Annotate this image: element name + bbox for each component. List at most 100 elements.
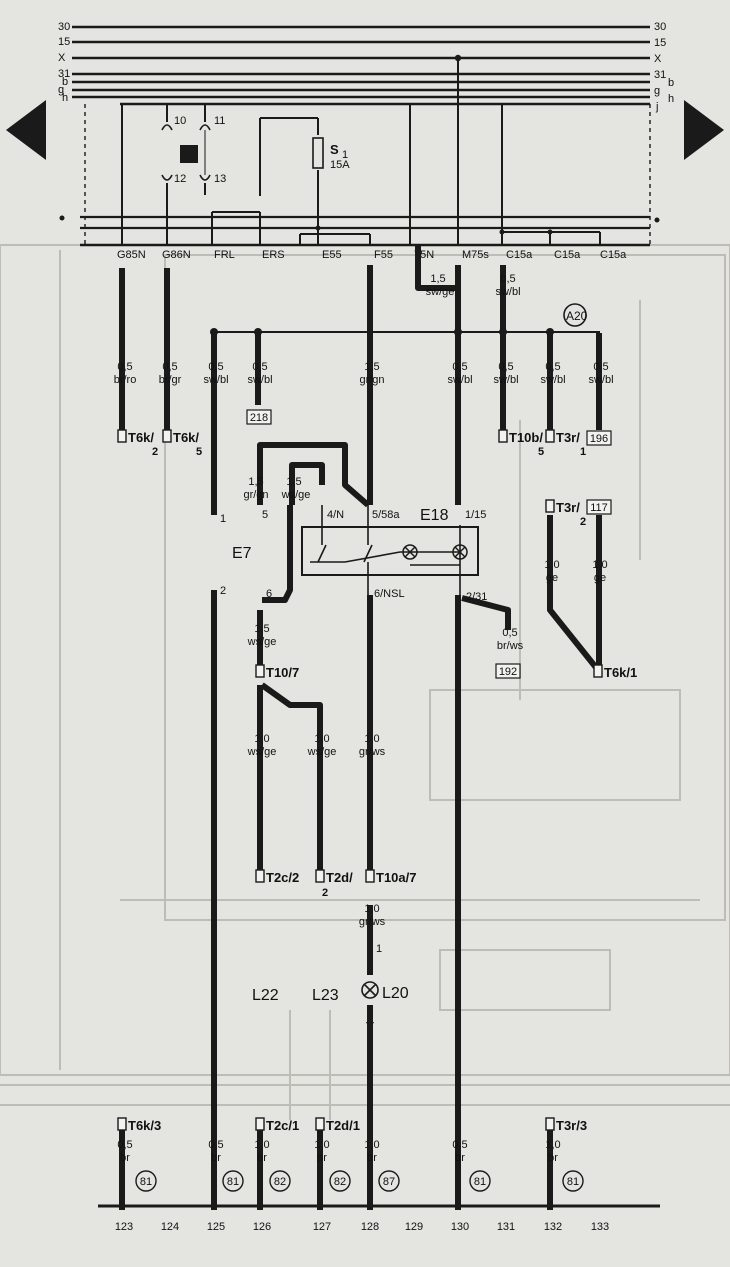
rail-label: b	[668, 77, 674, 89]
supply-rails	[72, 25, 650, 106]
fuse-name: S	[330, 142, 339, 157]
pin-label: 6/NSL	[374, 588, 405, 600]
junction-dot	[59, 215, 65, 221]
wire-size: 1,0	[364, 903, 379, 915]
junction-dot	[315, 225, 321, 231]
wire-colour: ws/ge	[247, 746, 277, 758]
rail-label: 30	[654, 21, 666, 33]
wire-colour: br	[120, 1152, 130, 1164]
bottom-terminal-labels: T6k/3 T2c/1 T2d/1 T3r/3	[128, 1118, 587, 1133]
wire-size: 0,5	[117, 361, 132, 373]
rail-label: b	[62, 76, 68, 88]
wire-colour: ws/ge	[307, 746, 337, 758]
rail-label: h	[62, 92, 68, 104]
ref-box	[495, 663, 521, 679]
ground-ref-labels: 81 81 82 82 87 81 81	[140, 1176, 579, 1188]
wire-size: 1,0	[254, 733, 269, 745]
connector-label: C15a	[600, 249, 627, 261]
central-unit-outline	[80, 104, 651, 247]
terminal-icon	[117, 1117, 127, 1131]
pin-label: 12	[174, 173, 186, 185]
rail-label: X	[654, 53, 662, 65]
ref-box	[246, 409, 272, 425]
harness-wires	[119, 245, 602, 1210]
terminal-label: T6k/	[128, 430, 154, 445]
wire-colour: ge	[594, 572, 606, 584]
column-numbers: 123 124 125 126 127 128 129 130 131 132 …	[115, 1221, 609, 1233]
terminal-label: T10b/	[509, 430, 543, 445]
connector-label: C15a	[554, 249, 581, 261]
wire-size: 1,0	[592, 559, 607, 571]
connector-label: M75s	[462, 249, 489, 261]
rail-label: 31	[654, 69, 666, 81]
ref-number: 117	[590, 502, 608, 514]
pin-label: 1	[376, 943, 382, 955]
terminal-icon	[117, 429, 127, 443]
pin-label: 5	[262, 509, 268, 521]
terminal-icon	[593, 664, 603, 678]
rail-labels-right: 30 15 X 31 b g h j	[654, 21, 674, 113]
rail-label: 30	[58, 21, 70, 33]
junction-dot	[210, 328, 218, 336]
ref-box	[586, 499, 612, 515]
terminal-icon	[255, 1117, 265, 1131]
terminal-label: 2	[322, 887, 328, 899]
wire-colour: br	[455, 1152, 465, 1164]
wire-size: 0,5	[117, 1139, 132, 1151]
connector-label: G86N	[162, 249, 191, 261]
wire-colour: sw/bl	[447, 374, 472, 386]
relay-fuse-wiring	[121, 58, 601, 245]
ground-ref-number: 81	[227, 1176, 239, 1188]
connector-label: G85N	[117, 249, 146, 261]
ref-number: 192	[499, 666, 517, 678]
wire-size: 0,5	[593, 361, 608, 373]
wire-colour: br	[548, 1152, 558, 1164]
wire-size: 0,5	[498, 361, 513, 373]
relay-pin-labels: 10 12 11 13	[174, 115, 226, 185]
wire-size: 1,5	[254, 623, 269, 635]
rail-labels-left: 30 15 X 31 b g h	[58, 21, 70, 104]
wire-colour: ws/ge	[247, 636, 277, 648]
a20-label: A20	[566, 309, 588, 323]
wire-colour: sw/ge	[426, 286, 455, 298]
component-label: L23	[312, 987, 339, 1004]
terminal-icon	[498, 429, 508, 443]
terminal-icon	[315, 869, 325, 883]
junction-dot	[499, 328, 507, 336]
junction-dot	[499, 229, 505, 235]
column-number: 127	[313, 1221, 331, 1233]
wire-colour: br	[367, 1152, 377, 1164]
bottom-terminal-markers	[117, 1117, 555, 1131]
wire-colour: gr/gn	[359, 374, 384, 386]
fuse-sub: 1	[342, 149, 348, 161]
pin-label: 6	[266, 588, 272, 600]
junction-dot	[654, 217, 660, 223]
terminal-label: T3r/	[556, 430, 580, 445]
junction-dot	[546, 328, 554, 336]
prev-page-arrow[interactable]	[6, 100, 46, 160]
bottom-wire-labels: 0,5 br 0,5 br 1,0 br 1,0 br 1,0 br 0,5 b…	[117, 1139, 560, 1164]
ground-ref-number: 81	[567, 1176, 579, 1188]
ground-ref-number: 82	[334, 1176, 346, 1188]
next-page-arrow[interactable]	[684, 100, 724, 160]
wire-size: 0,5	[162, 361, 177, 373]
terminal-label: T6k/1	[604, 665, 637, 680]
ground-ref-badge	[269, 1170, 291, 1192]
indicator-lamp-icon	[402, 544, 418, 560]
rail-label: j	[655, 101, 658, 113]
terminal-labels: T6k/ 2 T6k/ 5 T10b/ 5 T3r/ 1 T3r/ 2 T10/…	[128, 430, 637, 899]
terminal-label: T2c/2	[266, 870, 299, 885]
column-number: 132	[544, 1221, 562, 1233]
column-number: 123	[115, 1221, 133, 1233]
terminal-label: T6k/3	[128, 1118, 161, 1133]
wire-size: 0,5	[452, 1139, 467, 1151]
wire-colour: ge	[546, 572, 558, 584]
wire-colour: sw/bl	[540, 374, 565, 386]
connector-label: ERS	[262, 249, 285, 261]
pin-label: 11	[214, 115, 225, 127]
wire-colour: br/ro	[114, 374, 137, 386]
rail-label: 31	[58, 68, 70, 80]
terminal-label: T3r/	[556, 500, 580, 515]
wire-size: 0,5	[502, 627, 517, 639]
wire-size: 1,5	[430, 273, 445, 285]
